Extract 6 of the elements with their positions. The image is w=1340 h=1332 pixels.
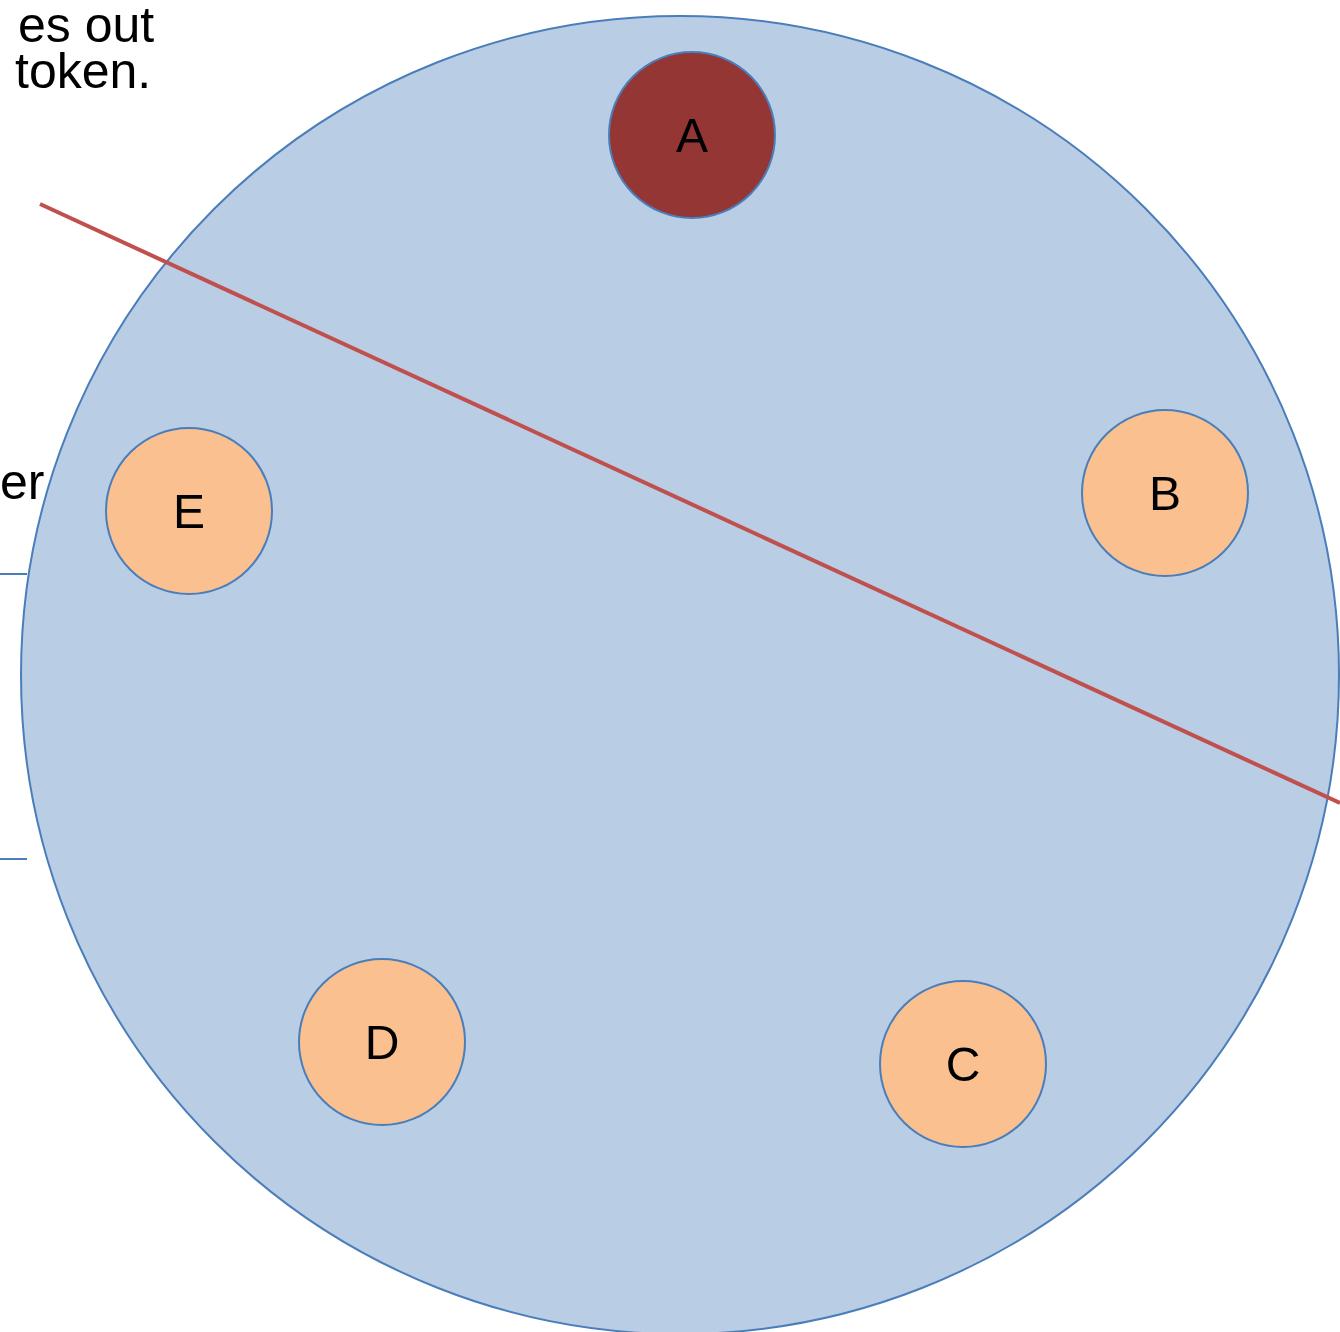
node-letter: B bbox=[1149, 465, 1181, 521]
node-letter: E bbox=[173, 483, 205, 539]
node-letter: C bbox=[945, 1036, 981, 1092]
text-fragment: er bbox=[0, 457, 45, 507]
node-letter: D bbox=[364, 1014, 400, 1070]
node-letter: A bbox=[676, 107, 708, 163]
